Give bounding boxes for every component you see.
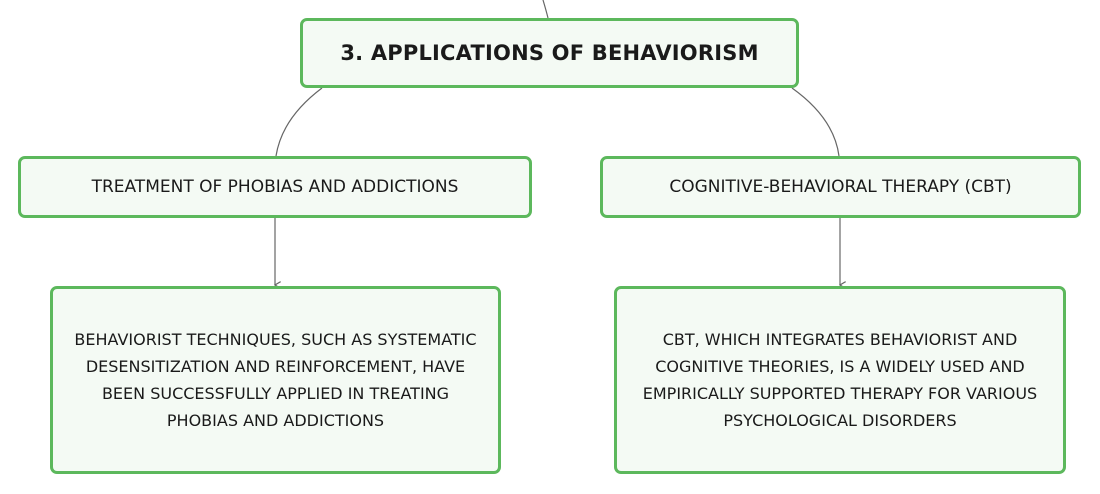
detail-node-text: CBT, WHICH INTEGRATES BEHAVIORIST AND CO… — [642, 330, 1038, 430]
detail-node-cbt[interactable]: CBT, WHICH INTEGRATES BEHAVIORIST AND CO… — [614, 286, 1066, 474]
branch-node-phobias-addictions[interactable]: TREATMENT OF PHOBIAS AND ADDICTIONS — [18, 156, 532, 218]
branch-node-label: TREATMENT OF PHOBIAS AND ADDICTIONS — [91, 177, 459, 197]
root-node-label: 3. APPLICATIONS OF BEHAVIORISM — [340, 41, 759, 65]
branch-node-label: COGNITIVE-BEHAVIORAL THERAPY (CBT) — [669, 177, 1012, 197]
detail-node-phobias-addictions[interactable]: BEHAVIORIST TECHNIQUES, SUCH AS SYSTEMAT… — [50, 286, 501, 474]
connector-root-to-left-branch — [275, 87, 323, 157]
detail-node-text: BEHAVIORIST TECHNIQUES, SUCH AS SYSTEMAT… — [74, 330, 477, 430]
connector-root-to-right-branch — [791, 87, 840, 157]
root-node[interactable]: 3. APPLICATIONS OF BEHAVIORISM — [300, 18, 799, 88]
branch-node-cbt[interactable]: COGNITIVE-BEHAVIORAL THERAPY (CBT) — [600, 156, 1081, 218]
connector-parent-to-root — [542, 0, 549, 19]
